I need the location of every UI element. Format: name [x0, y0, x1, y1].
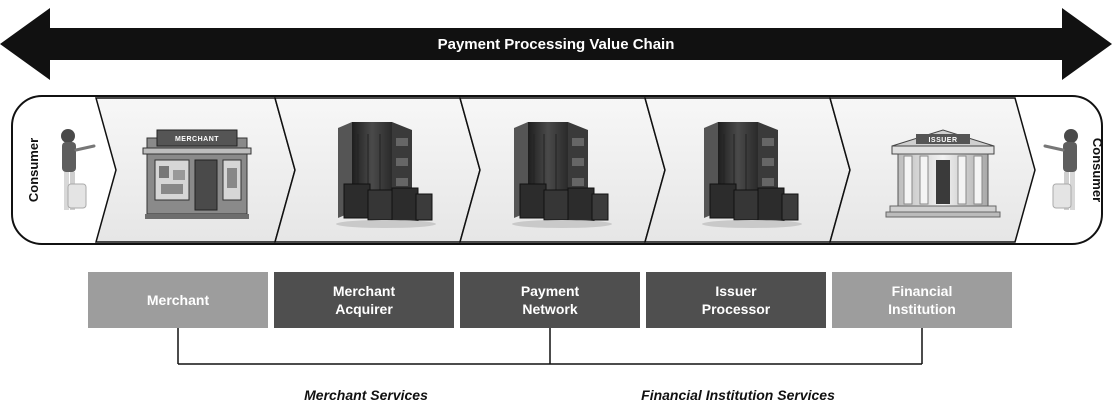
- financial-institution-services-label: Financial Institution Services: [641, 387, 835, 403]
- value-chain-arrow: Payment Processing Value Chain: [0, 8, 1112, 80]
- participant-payment-network-line1: Payment: [521, 283, 580, 299]
- participant-merchant-acquirer-box: [274, 272, 454, 328]
- participant-merchant-acquirer-line2: Acquirer: [335, 301, 393, 317]
- participant-merchant: Merchant: [88, 272, 268, 328]
- bank-icon: ISSUER: [885, 129, 1001, 218]
- consumer-left: Consumer: [26, 127, 96, 212]
- participant-boxes: Merchant Merchant Acquirer Payment Netwo…: [88, 272, 1012, 328]
- participant-issuer-processor: Issuer Processor: [646, 272, 826, 328]
- participant-payment-network: Payment Network: [460, 272, 640, 328]
- service-brackets: [177, 328, 923, 365]
- participant-financial-institution-box: [832, 272, 1012, 328]
- consumer-right: Consumer: [1043, 127, 1105, 212]
- participant-financial-institution-line1: Financial: [892, 283, 953, 299]
- issuer-sign-text: ISSUER: [928, 137, 957, 144]
- participant-financial-institution-line2: Institution: [888, 301, 956, 317]
- consumer-left-label: Consumer: [26, 138, 41, 202]
- participant-issuer-processor-line2: Processor: [702, 301, 771, 317]
- consumer-right-label: Consumer: [1090, 138, 1105, 202]
- participant-financial-institution: Financial Institution: [832, 272, 1012, 328]
- participant-payment-network-box: [460, 272, 640, 328]
- participant-issuer-processor-line1: Issuer: [715, 283, 757, 299]
- participant-merchant-acquirer-line1: Merchant: [333, 283, 396, 299]
- merchant-sign-text: MERCHANT: [175, 136, 219, 143]
- merchant-services-label: Merchant Services: [304, 387, 428, 403]
- value-chain-title: Payment Processing Value Chain: [438, 36, 675, 53]
- participant-merchant-acquirer: Merchant Acquirer: [274, 272, 454, 328]
- storefront-icon: MERCHANT: [142, 129, 252, 219]
- participant-merchant-box: [88, 272, 268, 328]
- participant-payment-network-line2: Network: [522, 301, 577, 317]
- participant-issuer-processor-box: [646, 272, 826, 328]
- participant-merchant-label: Merchant: [147, 292, 210, 308]
